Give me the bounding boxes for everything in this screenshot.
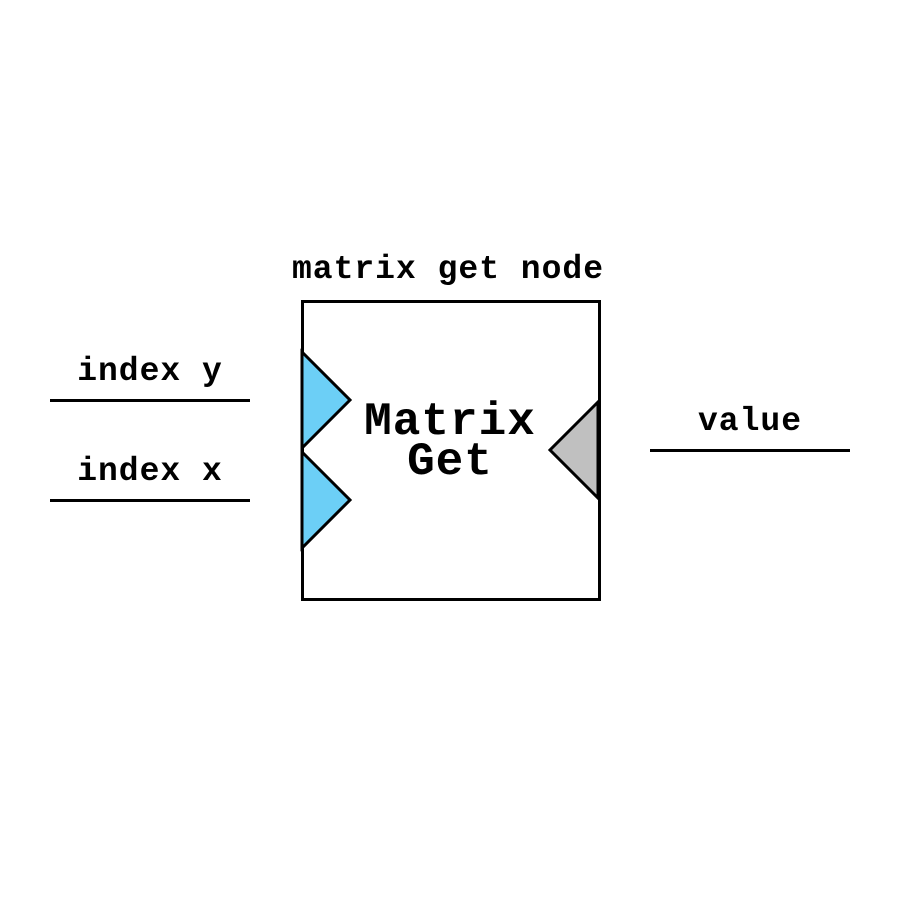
output-line-value	[650, 449, 850, 452]
node-label: Matrix Get	[300, 396, 600, 488]
input-line-index-y	[50, 399, 250, 402]
node-label-line2: Get	[407, 436, 493, 488]
input-port-index-x[interactable]	[300, 448, 353, 552]
node-title: matrix get node	[291, 251, 605, 288]
input-line-index-x	[50, 499, 250, 502]
input-port-index-y[interactable]	[300, 348, 353, 452]
output-label-value: value	[697, 403, 803, 440]
input-label-index-y: index y	[77, 353, 223, 390]
node-label-line1: Matrix	[364, 396, 536, 448]
input-label-index-x: index x	[77, 453, 223, 490]
output-port-value[interactable]	[547, 398, 600, 502]
